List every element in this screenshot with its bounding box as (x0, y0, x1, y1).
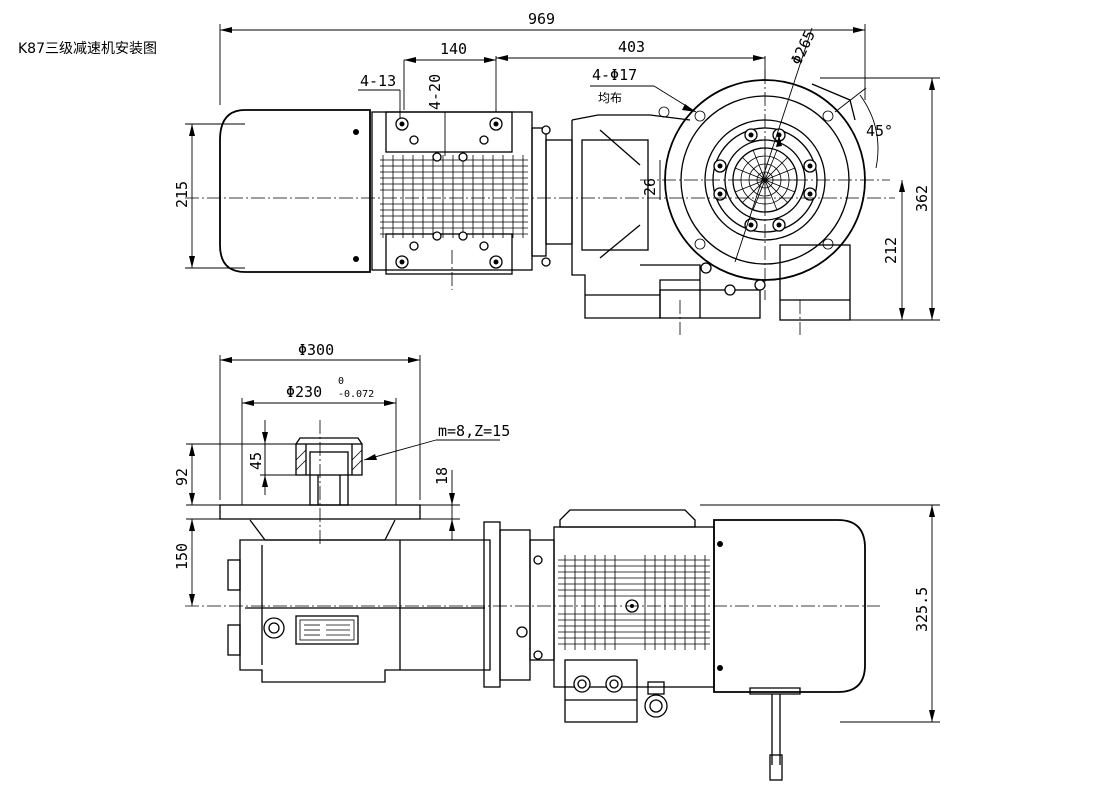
dim-mount-holes-note: 均布 (598, 91, 622, 105)
top-view (185, 70, 895, 335)
dim-shaft-height: 150 (173, 543, 191, 570)
dim-motor-height: 215 (173, 181, 191, 208)
dim-center-height: 212 (882, 237, 900, 264)
foot-bolts (395, 117, 503, 269)
dim-spigot-tol-lower: -0.072 (338, 389, 374, 400)
flange-bolts (658, 106, 834, 296)
dim-flange-height: 362 (913, 185, 931, 212)
side-motor-fins (558, 555, 710, 650)
dim-overall-length: 969 (528, 10, 555, 28)
dim-total-height: 325.5 (913, 587, 931, 632)
dim-output-offset: 403 (618, 38, 645, 56)
side-view (185, 420, 880, 781)
dim-terminal-holes: 4-13 (360, 72, 396, 90)
dim-angle: 45° (866, 122, 893, 140)
motor-fins (380, 155, 528, 238)
gear-hatching (295, 449, 363, 471)
side-view-dimensions: Φ300 Φ230 0 -0.072 m=8,Z=15 92 45 18 (173, 341, 940, 723)
drawing-title: K87三级减速机安装图 (18, 41, 157, 57)
dim-spigot-depth: 18 (433, 467, 451, 485)
top-view-dimensions: 969 140 403 4-13 4-20 4-Φ17 均布 Φ265 45° (173, 10, 940, 321)
dim-pcd: Φ265 (787, 27, 819, 67)
dim-key-offset: 26 (641, 178, 659, 196)
dim-mount-holes: 4-Φ17 (592, 66, 637, 84)
dim-terminal-holes-b: 4-20 (426, 74, 444, 110)
dim-gear-spec: m=8,Z=15 (438, 422, 510, 440)
dim-spigot-tol-upper: 0 (338, 376, 344, 387)
dim-spigot-dia: Φ230 (286, 383, 322, 401)
dim-gear-width: 45 (247, 452, 265, 470)
dim-flange-dia: Φ300 (298, 341, 334, 359)
nameplate-lines (304, 624, 350, 636)
dim-gear-height: 92 (173, 468, 191, 486)
dim-flange-span: 140 (440, 40, 467, 58)
